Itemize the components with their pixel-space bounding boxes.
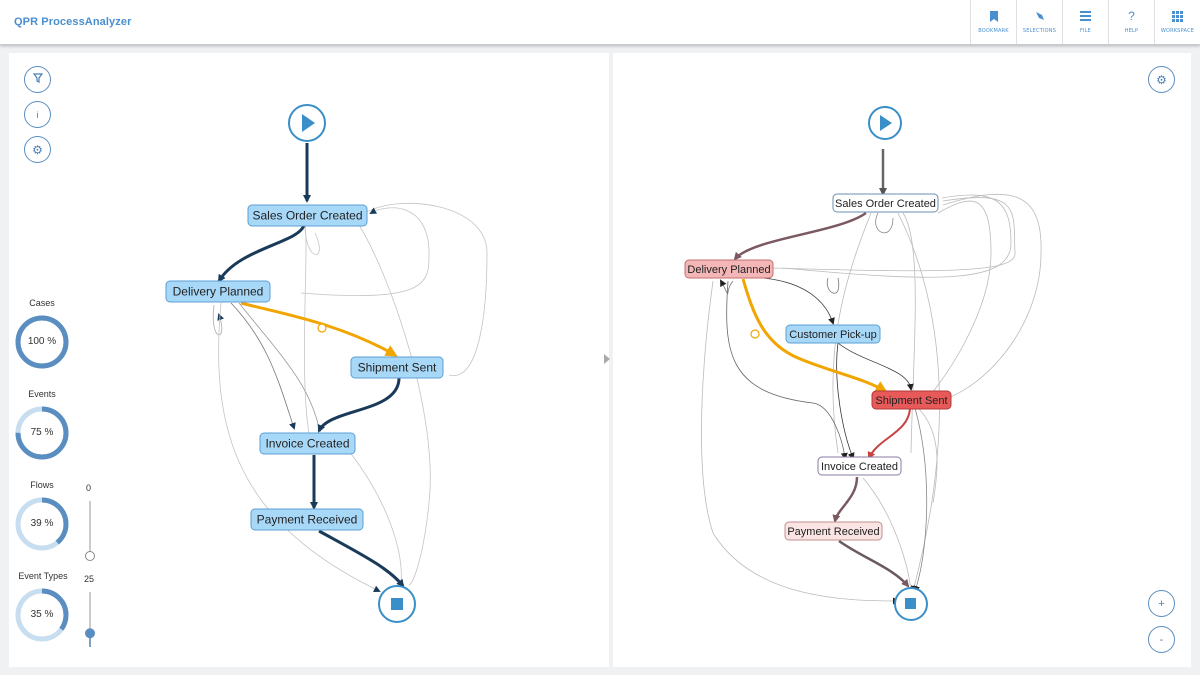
file-menu-icon xyxy=(1079,9,1093,23)
node-payment-received[interactable]: Payment Received xyxy=(784,521,883,541)
node-label: Payment Received xyxy=(787,526,879,538)
settings-button[interactable]: ⚙ xyxy=(24,136,51,163)
bookmark-label: BOOKMARK xyxy=(978,28,1009,34)
node-label: Customer Pick-up xyxy=(789,329,876,341)
node-label: Sales Order Created xyxy=(835,198,936,210)
node-label: Delivery Planned xyxy=(687,264,770,276)
play-icon xyxy=(302,114,315,132)
flows-gauge-ring xyxy=(15,497,69,551)
end-node[interactable] xyxy=(378,585,416,623)
node-payment-received[interactable]: Payment Received xyxy=(250,508,364,531)
zoom-out-button[interactable]: - xyxy=(1148,626,1175,653)
node-invoice-created[interactable]: Invoice Created xyxy=(259,432,356,455)
left-process-map-panel: i ⚙ Cases 100 % Events 75 % Flows 39 % E… xyxy=(9,53,609,667)
flows-slider-handle[interactable] xyxy=(85,551,95,561)
node-customer-pickup[interactable]: Customer Pick-up xyxy=(785,324,881,344)
panel-divider-arrow[interactable] xyxy=(604,354,610,364)
file-label: FILE xyxy=(1079,28,1092,34)
start-node[interactable] xyxy=(868,106,902,140)
selections-label: SELECTIONS xyxy=(1022,28,1057,34)
zoom-out-label: - xyxy=(1159,633,1164,646)
node-label: Invoice Created xyxy=(821,461,898,473)
file-button[interactable]: FILE xyxy=(1062,0,1108,44)
zoom-in-button[interactable]: + xyxy=(1148,590,1175,617)
event-types-gauge-ring xyxy=(15,588,69,642)
events-gauge-ring xyxy=(15,406,69,460)
events-gauge: 75 % xyxy=(14,405,70,461)
node-invoice-created[interactable]: Invoice Created xyxy=(817,456,902,476)
event-types-slider-handle[interactable] xyxy=(85,628,95,639)
workspace-icon xyxy=(1171,9,1185,23)
node-shipment-sent[interactable]: Shipment Sent xyxy=(350,356,444,379)
cases-value: 100 % xyxy=(27,336,57,347)
event-types-gauge: 35 % xyxy=(14,587,70,643)
flows-value: 39 % xyxy=(30,518,54,529)
flows-gauge: 39 % xyxy=(14,496,70,552)
node-sales-order-created[interactable]: Sales Order Created xyxy=(247,204,368,227)
workspace-button[interactable]: WORKSPACE xyxy=(1154,0,1200,44)
help-button[interactable]: ? HELP xyxy=(1108,0,1154,44)
cases-gauge: 100 % xyxy=(14,314,70,370)
events-value: 75 % xyxy=(30,427,54,438)
events-label: Events xyxy=(28,389,56,399)
node-label: Shipment Sent xyxy=(875,395,947,407)
help-label: HELP xyxy=(1124,28,1139,34)
top-bar: QPR ProcessAnalyzer BOOKMARK SELECTIONS … xyxy=(0,0,1200,45)
zoom-in-label: + xyxy=(1158,597,1165,610)
right-settings-button[interactable]: ⚙ xyxy=(1148,66,1175,93)
left-process-map: Sales Order Created Delivery Planned Shi… xyxy=(165,104,488,623)
node-label: Shipment Sent xyxy=(358,361,437,375)
node-label: Invoice Created xyxy=(265,437,349,451)
event-types-slider-value: 25 xyxy=(84,574,95,584)
start-node[interactable] xyxy=(288,104,326,142)
right-process-map-panel: ⚙ + - xyxy=(613,53,1191,667)
info-button[interactable]: i xyxy=(24,101,51,128)
selections-icon xyxy=(1033,9,1047,23)
end-node[interactable] xyxy=(894,587,928,621)
bookmark-icon xyxy=(987,9,1001,23)
bookmark-button[interactable]: BOOKMARK xyxy=(970,0,1016,44)
info-icon: i xyxy=(36,109,39,120)
flows-slider-value: 0 xyxy=(86,483,92,493)
toolbar: BOOKMARK SELECTIONS FILE ? HELP xyxy=(970,0,1200,44)
filter-button[interactable] xyxy=(24,66,51,93)
stop-icon xyxy=(905,598,916,609)
right-process-map: Sales Order Created Delivery Planned Cus… xyxy=(684,106,1042,621)
node-delivery-planned[interactable]: Delivery Planned xyxy=(684,259,774,279)
selections-button[interactable]: SELECTIONS xyxy=(1016,0,1062,44)
gear-icon: ⚙ xyxy=(1156,72,1167,87)
filter-icon xyxy=(32,73,43,86)
event-types-label: Event Types xyxy=(18,571,68,581)
node-shipment-sent[interactable]: Shipment Sent xyxy=(871,390,952,410)
node-delivery-planned[interactable]: Delivery Planned xyxy=(165,280,271,303)
node-sales-order-created[interactable]: Sales Order Created xyxy=(832,193,939,213)
flows-slider[interactable] xyxy=(82,493,98,565)
cases-label: Cases xyxy=(29,298,55,308)
flows-label: Flows xyxy=(30,480,54,490)
node-label: Sales Order Created xyxy=(252,209,362,223)
node-label: Delivery Planned xyxy=(173,285,264,299)
play-icon xyxy=(880,115,892,131)
gear-icon: ⚙ xyxy=(32,142,43,157)
event-types-slider[interactable] xyxy=(82,584,98,656)
help-icon: ? xyxy=(1128,9,1135,23)
node-label: Payment Received xyxy=(257,513,358,527)
cases-gauge-ring xyxy=(15,315,69,369)
workspace-label: WORKSPACE xyxy=(1160,28,1195,34)
event-types-value: 35 % xyxy=(30,609,54,620)
app-title[interactable]: QPR ProcessAnalyzer xyxy=(14,16,132,28)
stop-icon xyxy=(391,598,403,610)
